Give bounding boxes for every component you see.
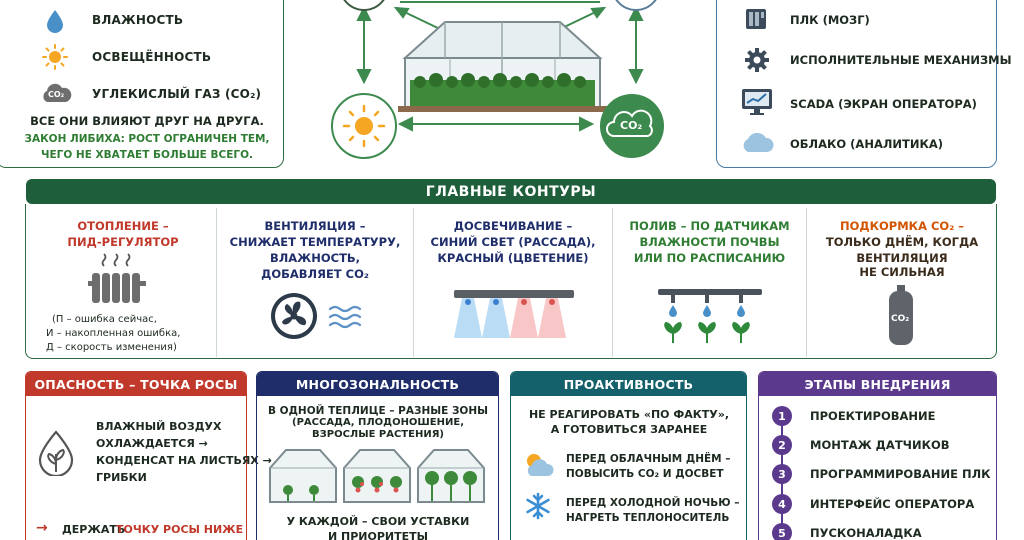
plc-icon [746,9,766,29]
liebig-law-line1: ЗАКОН ЛИБИХА: РОСТ ОГРАНИЧЕН ТЕМ, [24,133,270,145]
cloudy-sun-icon [527,454,554,476]
lighting-title-2: СИНИЙ СВЕТ (РАССАДА), [430,235,596,249]
zones-bottom1: У КАЖДОЙ – СВОИ УСТАВКИ [286,515,470,528]
stage-number: 4 [772,494,792,514]
zones-title: МНОГОЗОНАЛЬНОСТЬ [257,372,498,396]
dewpoint-line3: КОНДЕНСАТ НА ЛИСТЬЯХ → [96,454,272,467]
stage-label: ПРОЕКТИРОВАНИЕ [810,409,936,423]
stage-label: ПУСКОНАЛАДКА [810,526,922,540]
ventilation-title-2: СНИЖАЕТ ТЕМПЕРАТУРУ, [229,235,401,249]
co2-cloud-label: CO₂ [48,90,65,99]
main-loops-panel [25,204,997,359]
ventilation-title-4: ДОБАВЛЯЕТ CO₂ [261,267,369,281]
system-item-plc: ПЛК (МОЗГ) [790,13,870,27]
stage-item: 2 МОНТАЖ ДАТЧИКОВ [772,435,950,455]
snowflake-icon [526,492,550,520]
grow-light-icon [454,290,574,338]
system-item-cloud: ОБЛАКО (АНАЛИТИКА) [790,137,944,151]
proactive-title: ПРОАКТИВНОСТЬ [511,372,746,396]
feeding-title-4: НЕ СИЛЬНАЯ [859,265,945,279]
proactive-line2: А ГОТОВИТЬСЯ ЗАРАНЕЕ [550,423,708,436]
factor-humidity: ВЛАЖНОСТЬ [92,13,184,27]
co2-tank-icon [889,285,913,345]
loop-divider [413,208,414,357]
co2-tank-label: CO₂ [891,314,910,324]
feeding-title-2: ТОЛЬКО ДНЁМ, КОГДА [825,235,979,249]
proactive-cold2: НАГРЕТЬ ТЕПЛОНОСИТЕЛЬ [566,512,730,524]
greenhouse-diagram [331,0,664,159]
stage-label: МОНТАЖ ДАТЧИКОВ [810,438,950,452]
liebig-law-line2: ЧЕГО НЕ ХВАТАЕТ БОЛЬШЕ ВСЕГО. [41,149,253,161]
heating-title-2: ПИД-РЕГУЛЯТОР [67,235,179,249]
stage-number: 1 [772,406,792,426]
feeding-title-1: ПОДКОРМКА CO₂ – [839,219,964,233]
proactive-cold1: ПЕРЕД ХОЛОДНОЙ НОЧЬЮ – [566,497,740,509]
loop-divider [612,208,613,357]
monitor-icon [742,89,772,115]
sun-icon [42,44,68,70]
drip-irrigation-icon [658,289,762,343]
stages-title: ЭТАПЫ ВНЕДРЕНИЯ [759,372,996,396]
stage-number: 2 [772,435,792,455]
stage-label: ИНТЕРФЕЙС ОПЕРАТОРА [810,497,975,511]
heating-title-1: ОТОПЛЕНИЕ – [77,219,169,233]
watering-title-1: ПОЛИВ – ПО ДАТЧИКАМ [629,219,790,233]
factors-note: ВСЕ ОНИ ВЛИЯЮТ ДРУГ НА ДРУГА. [30,114,264,128]
stage-item: 5 ПУСКОНАЛАДКА [772,523,922,540]
co2-cloud-icon [43,83,72,102]
zones-line2: (РАССАДА, ПЛОДОНОШЕНИЕ, [292,417,464,428]
cloud-icon [743,132,774,152]
gear-icon [745,48,769,72]
zones-line1: В ОДНОЙ ТЕПЛИЦЕ – РАЗНЫЕ ЗОНЫ [267,405,489,417]
water-drop-icon [47,10,63,33]
factor-light: ОСВЕЩЁННОСТЬ [92,50,212,64]
zones-bottom2: И ПРИОРИТЕТЫ [327,530,429,540]
factors-panel [0,0,284,168]
dewpoint-line2: ОХЛАЖДАЕТСЯ → [96,437,208,450]
stage-number: 3 [772,464,792,484]
watering-title-2: ВЛАЖНОСТИ ПОЧВЫ [639,235,780,249]
dewpoint-keep-b: ТОЧКУ РОСЫ НИЖЕ [116,523,244,536]
ventilation-title-3: ВЛАЖНОСТЬ, [269,251,361,265]
stage-label: ПРОГРАММИРОВАНИЕ ПЛК [810,467,991,481]
loop-divider [806,208,807,357]
system-item-scada: SCADA (ЭКРАН ОПЕРАТОРА) [790,97,977,111]
lighting-title-1: ДОСВЕЧИВАНИЕ – [453,219,573,233]
pid-i-text: И – накопленная ошибка, [46,328,181,339]
main-loops-banner: ГЛАВНЫЕ КОНТУРЫ [26,179,996,204]
zones-line3: ВЗРОСЛЫЕ РАСТЕНИЯ) [312,429,444,440]
system-item-actuators: ИСПОЛНИТЕЛЬНЫЕ МЕХАНИЗМЫ [790,53,1012,67]
dewpoint-line4: ГРИБКИ [96,471,147,484]
proactive-card: ПРОАКТИВНОСТЬ [510,371,747,540]
stages-card: ЭТАПЫ ВНЕДРЕНИЯ [758,371,997,540]
loop-divider [216,208,217,357]
pid-d-text: Д – скорость изменения) [46,342,177,353]
proactive-cloudy2: ПОВЫСИТЬ CO₂ И ДОСВЕТ [566,468,724,480]
feeding-title-3: ВЕНТИЛЯЦИЯ [856,251,948,265]
dewpoint-keep-a: ДЕРЖАТЬ [62,523,126,536]
fan-icon [271,293,362,339]
lighting-title-3: КРАСНЫЙ (ЦВЕТЕНИЕ) [437,251,589,265]
dewpoint-title: ОПАСНОСТЬ – ТОЧКА РОСЫ [26,372,246,396]
zones-greenhouses-icon [269,449,485,503]
ventilation-title-1: ВЕНТИЛЯЦИЯ – [264,219,366,233]
stage-item: 3 ПРОГРАММИРОВАНИЕ ПЛК [772,464,991,484]
arrow-right-icon: → [36,520,48,536]
stage-item: 1 ПРОЕКТИРОВАНИЕ [772,406,936,426]
radiator-icon [88,253,146,303]
proactive-line1: НЕ РЕАГИРОВАТЬ «ПО ФАКТУ», [528,408,730,421]
proactive-cloudy1: ПЕРЕД ОБЛАЧНЫМ ДНЁМ – [566,453,731,465]
condensation-drop-icon [38,430,74,476]
stage-number: 5 [772,523,792,540]
co2-circle-label: CO₂ [620,119,643,132]
dewpoint-line1: ВЛАЖНЫЙ ВОЗДУХ [96,420,222,433]
pid-p-text: (П – ошибка сейчас, [52,314,157,325]
zones-card: МНОГОЗОНАЛЬНОСТЬ [256,371,499,540]
factor-co2: УГЛЕКИСЛЫЙ ГАЗ (CO₂) [92,87,262,101]
dewpoint-card: ОПАСНОСТЬ – ТОЧКА РОСЫ [25,371,247,540]
stage-item: 4 ИНТЕРФЕЙС ОПЕРАТОРА [772,494,974,514]
watering-title-3: ИЛИ ПО РАСПИСАНИЮ [633,251,786,265]
